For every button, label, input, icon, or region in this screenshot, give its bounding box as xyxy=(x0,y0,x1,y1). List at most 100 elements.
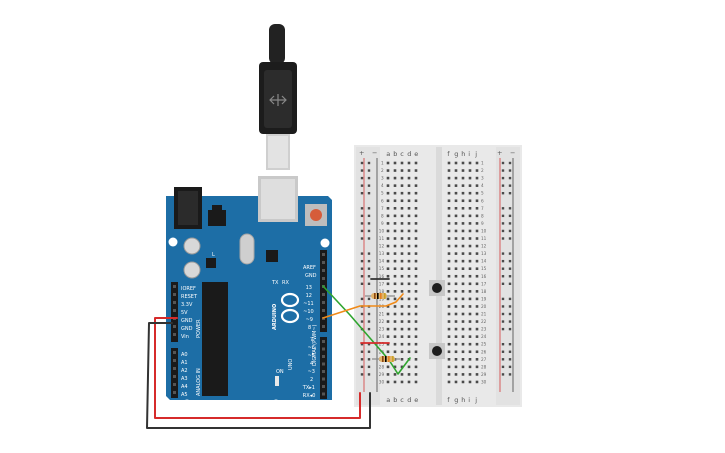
breadboard-hole[interactable] xyxy=(447,297,451,301)
rail-hole[interactable] xyxy=(501,282,505,285)
breadboard-hole[interactable] xyxy=(447,320,451,323)
breadboard-hole[interactable] xyxy=(447,244,451,248)
breadboard-hole[interactable] xyxy=(414,358,418,361)
breadboard-hole[interactable] xyxy=(414,342,418,346)
breadboard-hole[interactable] xyxy=(407,327,411,331)
pushbutton-cap[interactable] xyxy=(432,283,442,293)
header-pin[interactable] xyxy=(322,362,325,366)
breadboard-hole[interactable] xyxy=(393,312,397,316)
breadboard-hole[interactable] xyxy=(414,267,418,270)
breadboard-hole[interactable] xyxy=(461,169,465,172)
pushbutton[interactable] xyxy=(429,280,445,296)
rail-hole[interactable] xyxy=(508,267,512,270)
header-pin[interactable] xyxy=(173,351,176,354)
breadboard-hole[interactable] xyxy=(400,350,404,354)
rail-hole[interactable] xyxy=(367,267,371,270)
header-pin[interactable] xyxy=(322,385,325,388)
breadboard-hole[interactable] xyxy=(454,184,458,187)
breadboard-hole[interactable] xyxy=(461,222,465,225)
header-pin[interactable] xyxy=(322,355,325,358)
breadboard-hole[interactable] xyxy=(400,259,404,263)
breadboard-hole[interactable] xyxy=(454,259,458,263)
rail-hole[interactable] xyxy=(360,207,364,210)
breadboard-hole[interactable] xyxy=(447,184,451,187)
breadboard-hole[interactable] xyxy=(386,184,390,187)
breadboard-hole[interactable] xyxy=(407,305,411,308)
breadboard-hole[interactable] xyxy=(407,176,411,180)
breadboard-hole[interactable] xyxy=(393,161,397,165)
breadboard-hole[interactable] xyxy=(393,214,397,218)
breadboard-hole[interactable] xyxy=(407,373,411,376)
breadboard-hole[interactable] xyxy=(461,320,465,323)
rail-hole[interactable] xyxy=(501,312,505,316)
rail-hole[interactable] xyxy=(508,229,512,233)
breadboard-hole[interactable] xyxy=(461,252,465,255)
rail-hole[interactable] xyxy=(360,267,364,270)
rail-hole[interactable] xyxy=(367,327,371,331)
breadboard-hole[interactable] xyxy=(447,176,451,180)
breadboard-hole[interactable] xyxy=(407,237,411,240)
breadboard-hole[interactable] xyxy=(468,320,472,323)
breadboard-hole[interactable] xyxy=(454,282,458,286)
breadboard-hole[interactable] xyxy=(386,327,390,331)
breadboard-hole[interactable] xyxy=(386,320,390,323)
rail-hole[interactable] xyxy=(501,169,505,172)
breadboard-hole[interactable] xyxy=(393,305,397,308)
header-pin[interactable] xyxy=(322,340,325,343)
breadboard-hole[interactable] xyxy=(386,267,390,270)
breadboard-hole[interactable] xyxy=(454,207,458,210)
rail-hole[interactable] xyxy=(501,252,505,255)
arduino-uno[interactable]: IOREFRESET3.3V5VGNDGNDVinA0A1A2A3A4A5131… xyxy=(166,176,332,409)
header-pin[interactable] xyxy=(322,347,325,351)
breadboard-hole[interactable] xyxy=(407,335,411,338)
breadboard-hole[interactable] xyxy=(407,199,411,203)
rail-hole[interactable] xyxy=(367,161,371,165)
rail-hole[interactable] xyxy=(508,358,512,361)
breadboard-hole[interactable] xyxy=(407,274,411,278)
breadboard-hole[interactable] xyxy=(447,358,451,361)
breadboard-hole[interactable] xyxy=(414,312,418,316)
rail-hole[interactable] xyxy=(360,365,364,369)
breadboard-hole[interactable] xyxy=(386,373,390,376)
breadboard-hole[interactable] xyxy=(461,380,465,384)
breadboard-hole[interactable] xyxy=(475,297,479,301)
rail-hole[interactable] xyxy=(360,320,364,323)
breadboard-hole[interactable] xyxy=(414,373,418,376)
breadboard-hole[interactable] xyxy=(475,199,479,203)
breadboard-hole[interactable] xyxy=(414,305,418,308)
breadboard-hole[interactable] xyxy=(468,199,472,203)
rail-hole[interactable] xyxy=(501,358,505,361)
header-pin[interactable] xyxy=(173,359,176,362)
breadboard-hole[interactable] xyxy=(414,191,418,195)
breadboard-hole[interactable] xyxy=(461,312,465,316)
breadboard-hole[interactable] xyxy=(468,161,472,165)
breadboard-hole[interactable] xyxy=(393,350,397,354)
rail-hole[interactable] xyxy=(501,229,505,233)
breadboard-hole[interactable] xyxy=(447,191,451,195)
breadboard-hole[interactable] xyxy=(454,358,458,361)
breadboard-hole[interactable] xyxy=(414,237,418,240)
analog-header[interactable] xyxy=(171,348,178,398)
breadboard-hole[interactable] xyxy=(475,342,479,346)
breadboard-hole[interactable] xyxy=(407,191,411,195)
rail-hole[interactable] xyxy=(501,237,505,240)
breadboard-hole[interactable] xyxy=(475,244,479,248)
breadboard-hole[interactable] xyxy=(454,350,458,354)
breadboard-hole[interactable] xyxy=(386,297,390,301)
breadboard-hole[interactable] xyxy=(447,290,451,293)
breadboard-hole[interactable] xyxy=(475,222,479,225)
breadboard-hole[interactable] xyxy=(461,350,465,354)
breadboard-hole[interactable] xyxy=(468,290,472,293)
breadboard-hole[interactable] xyxy=(414,199,418,203)
rail-hole[interactable] xyxy=(508,343,512,346)
header-pin[interactable] xyxy=(322,309,325,312)
breadboard-hole[interactable] xyxy=(393,320,397,323)
breadboard-hole[interactable] xyxy=(454,365,458,369)
breadboard-hole[interactable] xyxy=(386,365,390,369)
rail-hole[interactable] xyxy=(367,373,371,376)
header-pin[interactable] xyxy=(173,285,176,288)
breadboard-hole[interactable] xyxy=(475,207,479,210)
rail-hole[interactable] xyxy=(360,176,364,180)
breadboard-hole[interactable] xyxy=(386,312,390,316)
breadboard-hole[interactable] xyxy=(454,244,458,248)
